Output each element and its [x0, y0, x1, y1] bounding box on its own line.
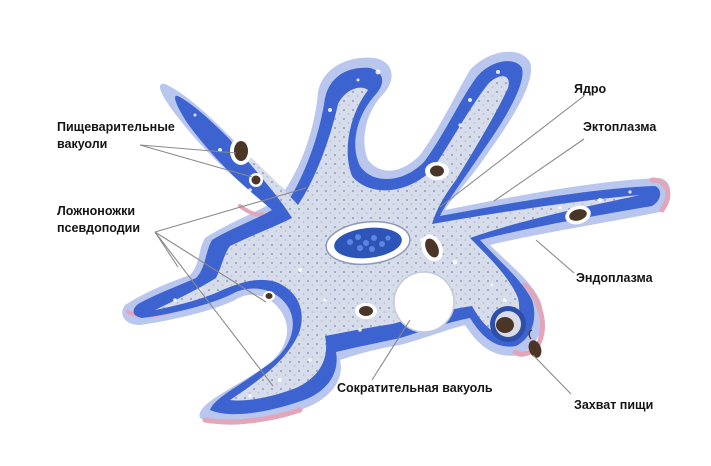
nucleus	[325, 220, 411, 266]
pink-edge	[649, 177, 671, 213]
leader-lines	[139, 95, 585, 395]
pink-edge	[238, 204, 264, 217]
label-digestive-vacuoles-line1: Пищеварительные	[57, 120, 175, 134]
label-pseudopodia-line1: Ложноножки	[57, 204, 136, 218]
digestive-vacuole	[230, 137, 252, 165]
label-digestive-vacuoles: Пищеварительные вакуоли	[57, 119, 175, 153]
label-contractile-vacuole: Сократительная вакуоль	[337, 381, 493, 395]
label-ectoplasm: Эктоплазма	[583, 120, 657, 134]
digestive-vacuole	[249, 173, 263, 187]
digestive-vacuole	[425, 162, 449, 180]
digestive-vacuole	[355, 303, 377, 319]
label-nucleus: Ядро	[574, 82, 607, 96]
digestive-vacuole	[565, 205, 591, 225]
label-endoplasm: Эндоплазма	[576, 271, 653, 285]
label-pseudopodia-line2: псевдоподии	[57, 221, 141, 235]
contractile-vacuole	[393, 271, 455, 333]
label-digestive-vacuoles-line2: вакуоли	[57, 137, 108, 151]
label-food-capture: Захват пищи	[574, 398, 654, 412]
digestive-vacuole	[421, 234, 443, 262]
label-pseudopodia: Ложноножки псевдоподии	[57, 203, 140, 237]
digestive-vacuole	[263, 291, 275, 301]
pink-edge	[202, 407, 303, 425]
food-capture	[490, 306, 542, 358]
